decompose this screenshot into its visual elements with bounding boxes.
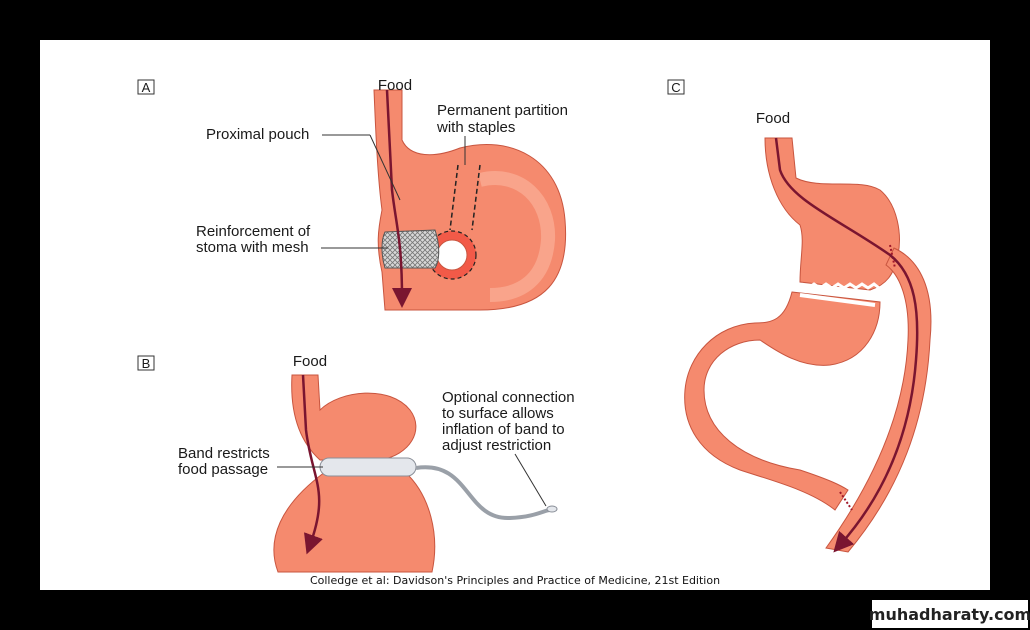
panel-b-tube (415, 465, 551, 521)
panel-b-pouch (291, 374, 417, 461)
panel-c-division-line (801, 282, 880, 290)
panel-c-letter-box (667, 79, 685, 95)
mesh-label-line1: Reinforcement of (196, 223, 311, 240)
source-caption: Colledge et al: Davidson's Principles an… (309, 574, 721, 587)
panel-c-food-path (774, 137, 919, 553)
panel-b: B Food Band restricts food passage Optio… (137, 353, 575, 573)
panel-c-roux-limb (825, 247, 932, 553)
panel-b-food-path (301, 374, 323, 555)
slide: A Food Proximal pouch Permanent partitio… (40, 40, 990, 590)
panel-b-port (546, 505, 558, 513)
panel-c-pouch (764, 137, 900, 291)
panel-b-letter-box (137, 355, 155, 371)
panel-c: C Food (667, 79, 932, 553)
panel-b-band (319, 457, 417, 477)
partition-label-line1: Permanent partition (437, 102, 568, 119)
band-label-line1: Band restricts (178, 445, 270, 462)
panel-a-food-label: Food (378, 77, 412, 94)
partition-label-line2: with staples (436, 119, 515, 136)
mesh-label-line2: stoma with mesh (196, 239, 309, 256)
panel-a-letter-box (137, 79, 155, 95)
panel-c-remnant (684, 291, 881, 511)
surgery-diagram: A Food Proximal pouch Permanent partitio… (137, 77, 932, 573)
panel-b-letter: B (142, 356, 151, 371)
panel-a: A Food Proximal pouch Permanent partitio… (137, 77, 568, 311)
panel-b-stomach (273, 471, 436, 573)
optional-label-line3: inflation of band to (442, 421, 565, 438)
watermark: muhadharaty.com (869, 600, 1030, 628)
panel-a-letter: A (142, 80, 151, 95)
panel-a-mesh (381, 229, 440, 269)
optional-label-line2: to surface allows (442, 405, 554, 422)
band-label-line2: food passage (178, 461, 268, 478)
optional-label-line1: Optional connection (442, 389, 575, 406)
panel-c-food-label: Food (756, 110, 790, 127)
panel-c-letter: C (671, 80, 680, 95)
proximal-pouch-label: Proximal pouch (206, 126, 309, 143)
panel-a-staple-partition (449, 164, 481, 231)
panel-b-food-label: Food (293, 353, 327, 370)
panel-a-food-path (385, 89, 412, 308)
optional-label-line4: adjust restriction (442, 437, 551, 454)
